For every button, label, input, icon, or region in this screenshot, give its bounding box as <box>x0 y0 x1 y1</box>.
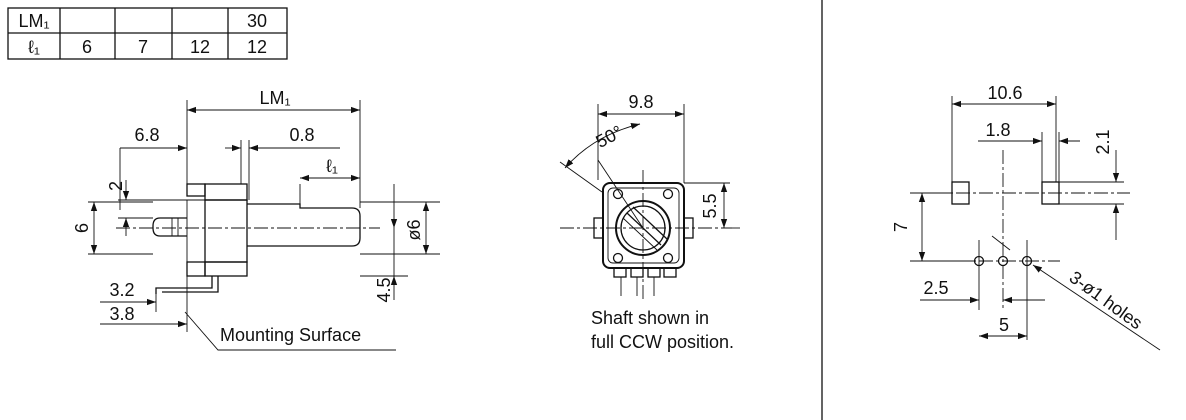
dim-0-8: 0.8 <box>289 125 314 145</box>
table-row-value: 12 <box>247 37 267 57</box>
dim-6: 6 <box>72 223 92 233</box>
dim-5: 5 <box>999 315 1009 335</box>
dim-2-5: 2.5 <box>923 278 948 298</box>
table-header-value: 30 <box>247 11 267 31</box>
table-row-value: 6 <box>82 37 92 57</box>
table-row-label: ℓ₁ <box>28 37 40 57</box>
dim-3-2: 3.2 <box>109 280 134 300</box>
dim-dia-6: ø6 <box>404 219 424 240</box>
table-row-value: 7 <box>138 37 148 57</box>
dimension-table: LM₁ 30 ℓ₁ 6 7 12 12 <box>7 7 288 60</box>
dim-angle-50: 50° <box>592 121 625 151</box>
mounting-surface-label: Mounting Surface <box>220 325 361 345</box>
holes-label: 3-ø1 holes <box>1066 267 1147 333</box>
dim-1-8: 1.8 <box>985 120 1010 140</box>
dim-lm1: LM₁ <box>259 88 290 108</box>
dim-2: 2 <box>106 181 126 191</box>
front-view: 9.8 50° 5.5 Shaft shown in full CCW posi… <box>559 92 740 352</box>
pcb-layout-view: 10.6 1.8 2.1 7 2.5 5 3-ø1 holes <box>891 83 1161 351</box>
dim-9-8: 9.8 <box>628 92 653 112</box>
dim-4-5: 4.5 <box>374 277 394 302</box>
caption-line-1: Shaft shown in <box>591 308 709 328</box>
dim-6-8: 6.8 <box>134 125 159 145</box>
dim-2-1: 2.1 <box>1093 129 1113 154</box>
caption-line-2: full CCW position. <box>591 332 734 352</box>
dim-10-6: 10.6 <box>987 83 1022 103</box>
side-view: LM₁ 6.8 0.8 ℓ₁ 2 6 3.2 3.8 <box>72 88 440 351</box>
dim-5-5: 5.5 <box>700 193 720 218</box>
dim-l1: ℓ₁ <box>326 156 338 176</box>
table-row-value: 12 <box>190 37 210 57</box>
table-header-label: LM₁ <box>18 11 49 31</box>
dim-7: 7 <box>891 222 911 232</box>
dim-3-8: 3.8 <box>109 304 134 324</box>
